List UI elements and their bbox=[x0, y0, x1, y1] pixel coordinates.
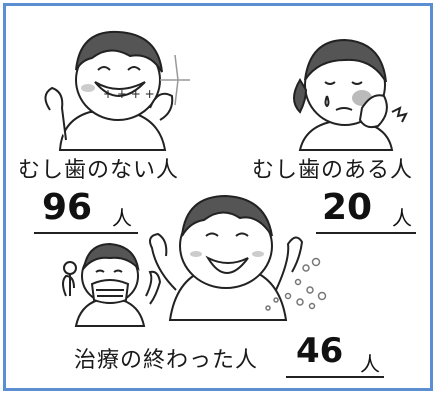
label-no-cavities: むし歯のない人 bbox=[18, 158, 180, 183]
sad-girl-icon bbox=[293, 38, 408, 151]
svg-text:+ + + +: + + + + bbox=[103, 87, 155, 101]
cheering-boy-icon bbox=[149, 194, 327, 321]
count-no-cavities: 96 bbox=[42, 187, 93, 228]
unit-no-cavities: 人 bbox=[112, 206, 132, 230]
label-with-cavities: むし歯のある人 bbox=[252, 158, 414, 183]
count-with-cavities: 20 bbox=[322, 187, 373, 228]
masked-boy-icon bbox=[62, 242, 162, 327]
count-treated: 46 bbox=[296, 331, 344, 371]
underline-no-cavities bbox=[34, 232, 138, 234]
underline-with-cavities bbox=[316, 232, 416, 234]
label-treated: 治療の終わった人 bbox=[74, 348, 259, 373]
underline-treated bbox=[286, 376, 384, 378]
unit-treated: 人 bbox=[360, 352, 380, 376]
happy-boy-icon: + + + + bbox=[44, 30, 190, 151]
unit-with-cavities: 人 bbox=[392, 206, 412, 230]
